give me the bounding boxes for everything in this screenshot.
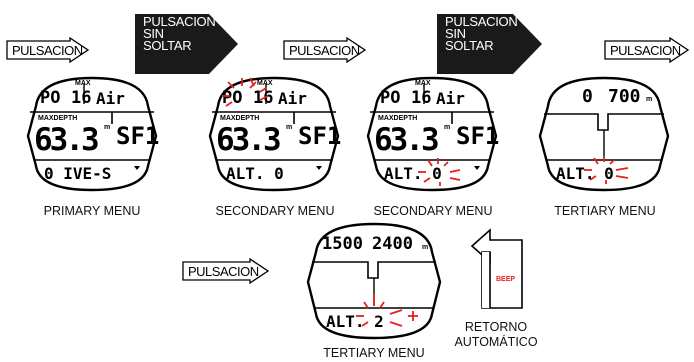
watch-tertiary-2: 1500 2400 m ALT. 2 — [306, 222, 442, 340]
hold-label: PULSACION SIN SOLTAR — [445, 14, 518, 53]
blink-rays-icon — [356, 294, 418, 327]
hold-line-1: PULSACION — [445, 14, 518, 29]
unit-label: m — [104, 124, 111, 131]
arrow-dark-icon — [135, 14, 238, 74]
hold-line-1: PULSACION — [143, 14, 216, 29]
altitude-value: ALT. 0 — [226, 164, 284, 183]
hold-arrow-2: PULSACION SIN SOLTAR — [437, 14, 543, 74]
watch-secondary-1: MAX PO 16 Air MAXDEPTH 63.3 m SF1 ALT. 0 — [208, 76, 342, 192]
press-arrow-3: PULSACION — [604, 37, 690, 63]
caption-secondary-1: SECONDARY MENU — [215, 204, 335, 218]
arrow-outline-icon — [6, 37, 90, 63]
unit-label: m — [646, 96, 653, 103]
gas-number: 16 — [411, 88, 432, 108]
return-line-2: AUTOMÁTICO — [454, 335, 538, 349]
depth-value: 63.3 — [374, 122, 440, 158]
sf-value: SF1 — [298, 122, 342, 150]
arrow-outline-icon — [604, 37, 690, 63]
hold-arrow-1: PULSACION SIN SOLTAR — [135, 14, 239, 74]
po-label: PO — [40, 88, 61, 108]
hold-line-3: SOLTAR — [445, 38, 494, 53]
watch-secondary-2: MAX PO 16 Air MAXDEPTH 63.3 m SF1 ALT. 0 — [366, 76, 500, 192]
maxdepth-label: MAXDEPTH — [220, 115, 260, 122]
altitude-range-high: 2400 — [372, 234, 413, 254]
altitude-value: ALT. 0 — [556, 164, 614, 183]
unit-label: m — [444, 124, 451, 131]
caption-primary: PRIMARY MENU — [43, 204, 141, 218]
caption-tertiary-2: TERTIARY MENU — [323, 346, 425, 360]
blink-rays-icon — [222, 77, 269, 107]
hold-line-3: SOLTAR — [143, 38, 192, 53]
speaker-icon — [496, 268, 518, 296]
blink-rays-icon — [418, 158, 461, 186]
max-label: MAX — [415, 80, 431, 87]
hold-line-2: SIN — [143, 26, 164, 41]
beep-label: BEEP — [496, 276, 516, 283]
arrow-outline-icon — [182, 258, 270, 284]
po-label: PO — [222, 88, 243, 108]
altitude-range-low: 1500 — [322, 234, 363, 254]
watch-tertiary-1: 0 700 m ALT. 0 — [538, 76, 670, 192]
auto-return-label: RETORNO AUTOMÁTICO — [446, 320, 546, 350]
press-label: PULSACION — [12, 43, 83, 58]
arrow-dark-icon — [437, 14, 542, 74]
caption-tertiary-1: TERTIARY MENU — [554, 204, 656, 218]
arrow-outline-icon — [283, 37, 367, 63]
blink-rays-icon — [584, 156, 629, 184]
press-arrow-1: PULSACION — [6, 37, 90, 63]
watch-outline-icon — [366, 76, 498, 192]
altitude-range-high: 700 — [608, 86, 641, 107]
depth-value: 63.3 — [216, 122, 282, 158]
press-arrow-2: PULSACION — [283, 37, 367, 63]
maxdepth-label: MAXDEPTH — [38, 115, 78, 122]
gas-label: Air — [436, 89, 465, 108]
caption-secondary-2: SECONDARY MENU — [373, 204, 493, 218]
watch-outline-icon — [208, 76, 340, 192]
sf-value: SF1 — [116, 122, 160, 150]
max-label: MAX — [75, 80, 91, 87]
beep-icon: BEEP — [496, 268, 518, 296]
unit-label: m — [422, 244, 429, 251]
return-line-1: RETORNO — [464, 320, 528, 334]
watch-primary: MAX PO 16 Air MAXDEPTH 63.3 m SF1 0 IVE-… — [26, 76, 160, 192]
auto-return-arrow: BEEP — [470, 228, 526, 312]
max-label: MAX — [257, 80, 273, 87]
watch-outline-icon — [306, 222, 442, 340]
maxdepth-label: MAXDEPTH — [378, 115, 418, 122]
gas-number: 16 — [71, 88, 92, 108]
po-label: PO — [380, 88, 401, 108]
gas-label: Air — [96, 89, 125, 108]
depth-value: 63.3 — [34, 122, 100, 158]
press-label: PULSACION — [289, 43, 360, 58]
press-label: PULSACION — [188, 264, 259, 279]
watch-outline-icon — [26, 76, 158, 192]
unit-label: m — [286, 124, 293, 131]
press-label: PULSACION — [610, 43, 681, 58]
hold-label: PULSACION SIN SOLTAR — [143, 14, 216, 53]
gas-label: Air — [278, 89, 307, 108]
press-arrow-4: PULSACION — [182, 258, 270, 284]
hold-line-2: SIN — [445, 26, 466, 41]
dive-mode-value: 0 IVE-S — [44, 164, 112, 183]
altitude-value: ALT. 0 — [384, 164, 442, 183]
altitude-range-low: 0 — [582, 86, 593, 107]
sf-value: SF1 — [456, 122, 500, 150]
altitude-value: ALT. 2 — [326, 312, 384, 331]
